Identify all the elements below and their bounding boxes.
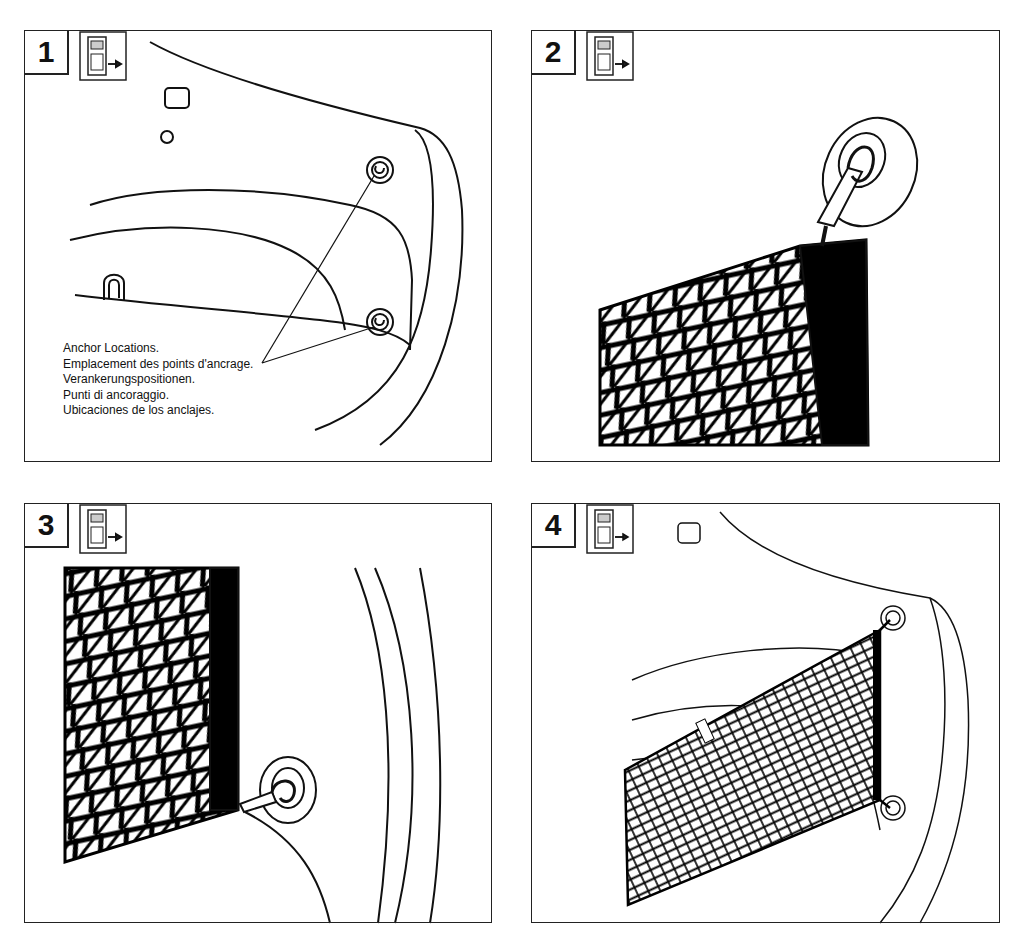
line-art-path (818, 168, 862, 226)
line-art-polygon (625, 630, 880, 905)
step-panel: 2 (531, 30, 1000, 462)
line-art-circle (367, 157, 393, 183)
step-number: 2 (532, 31, 576, 75)
line-art-use (80, 32, 126, 80)
line-art-rect (210, 568, 238, 810)
anchor-note: Anchor Locations. (63, 341, 159, 356)
step-number: 3 (25, 504, 69, 548)
line-art-polygon (65, 568, 238, 862)
line-art-path (272, 781, 294, 802)
step-panel: 4 (531, 503, 1000, 923)
line-art-circle (372, 162, 388, 178)
step-number: 4 (532, 504, 576, 548)
line-art-line (262, 327, 374, 363)
line-art-path (240, 792, 276, 812)
anchor-note: Emplacement des points d'ancrage. (63, 357, 253, 372)
line-art-path (375, 568, 412, 923)
panel-two-art (587, 32, 934, 445)
anchor-note: Punti di ancoraggio. (63, 388, 169, 403)
line-art-path (245, 812, 330, 923)
line-art-use (587, 32, 633, 80)
line-art-path (848, 147, 873, 181)
step-number: 1 (25, 31, 69, 75)
line-art-path (375, 166, 384, 173)
line-art-rect (165, 88, 189, 108)
line-art-path (150, 42, 462, 445)
line-art-polygon (800, 240, 868, 445)
line-art-path (104, 275, 124, 300)
line-art-line (873, 630, 879, 800)
line-art-polygon (600, 240, 868, 445)
line-art-circle (367, 309, 393, 335)
line-art-path (880, 598, 945, 923)
anchor-note: Ubicaciones de los anclajes. (63, 403, 214, 418)
line-art-path (420, 568, 440, 923)
line-art-path (375, 318, 384, 325)
step-panel: 3 (24, 503, 492, 923)
line-art-circle (881, 796, 905, 820)
step-panel: 1Anchor Locations.Emplacement des points… (24, 30, 492, 462)
line-art-path (355, 568, 388, 923)
line-art-use (587, 505, 633, 553)
panel-four-art (587, 505, 969, 923)
line-art-ellipse (260, 757, 316, 823)
line-art-circle (881, 606, 905, 630)
line-art-path (315, 130, 433, 430)
line-art-path (75, 295, 410, 345)
line-art-path (109, 280, 119, 298)
line-art-rect (678, 523, 700, 543)
line-art-circle (161, 131, 173, 143)
line-art-line (262, 176, 374, 363)
line-art-ellipse (806, 102, 935, 242)
line-art-circle (372, 314, 388, 330)
panel-three-art (65, 505, 440, 923)
line-art-rect (696, 719, 714, 743)
line-art-path (70, 228, 345, 330)
line-art-line (822, 226, 826, 246)
line-art-use (80, 505, 126, 553)
line-art-line (880, 620, 890, 630)
anchor-note: Verankerungspositionen. (63, 372, 195, 387)
line-art-line (880, 800, 890, 808)
